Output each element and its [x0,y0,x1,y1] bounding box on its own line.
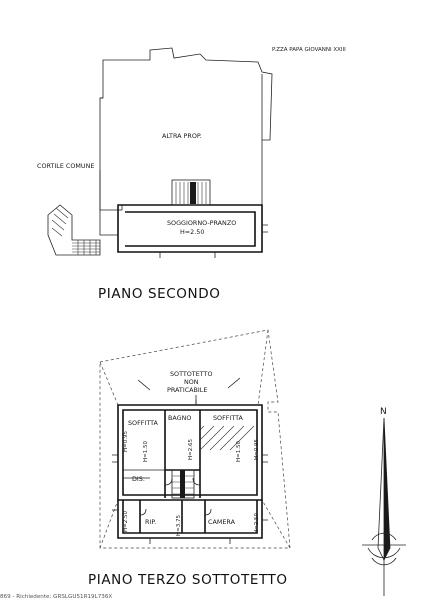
label-sottotetto: SOTTOTETTO [170,370,212,378]
label-dis: DIS. [132,475,145,483]
footer-reference: 869 - Richiedente: GRSLGU51R19L736X [0,594,113,600]
second-floor-plan [47,47,273,258]
label-cortile-comune: CORTILE COMUNE [37,162,94,170]
label-soffitta-right: SOFFITTA [213,414,244,422]
address-label: P.ZZA PAPA GIOVANNI XXIII [272,47,346,53]
label-bagno: BAGNO [168,414,191,422]
label-h-095-right: H=0.95 [254,439,260,460]
label-h-250-left: H=2.50 [123,511,129,532]
label-h-265: H=2.65 [188,439,194,460]
north-label: N [380,407,387,417]
third-floor-plan [99,329,291,549]
courtyard-stairs [47,204,101,256]
label-soggiorno-pranzo: SOGGIORNO-PRANZO [167,219,236,227]
label-altra-prop: ALTRA PROP. [162,132,202,140]
label-h-250-right: H=2.50 [254,513,260,534]
label-h-375: H=3.75 [176,515,182,536]
label-soggiorno-height: H=2.50 [180,228,204,236]
label-h-150-left: H=1.50 [143,441,149,462]
title-piano-terzo: PIANO TERZO SOTTOTETTO [88,572,288,588]
label-h-150-right: H=1.50 [236,441,242,462]
label-sottotetto-praticabile: PRATICABILE [167,386,207,394]
title-piano-secondo: PIANO SECONDO [98,286,220,302]
label-sottotetto-non: NON [184,378,199,386]
stair-second-floor [171,179,211,206]
apartment-walls [117,204,263,253]
label-rip: RIP. [145,518,156,526]
label-camera: CAMERA [208,518,236,526]
roof-outline [99,329,291,549]
label-soffitta-left: SOFFITTA [128,419,159,427]
north-arrow-icon [362,417,406,596]
neighbour-building-outline [99,47,273,211]
label-h-095-left: H=0.95 [123,431,129,452]
stair-attic [171,469,195,499]
